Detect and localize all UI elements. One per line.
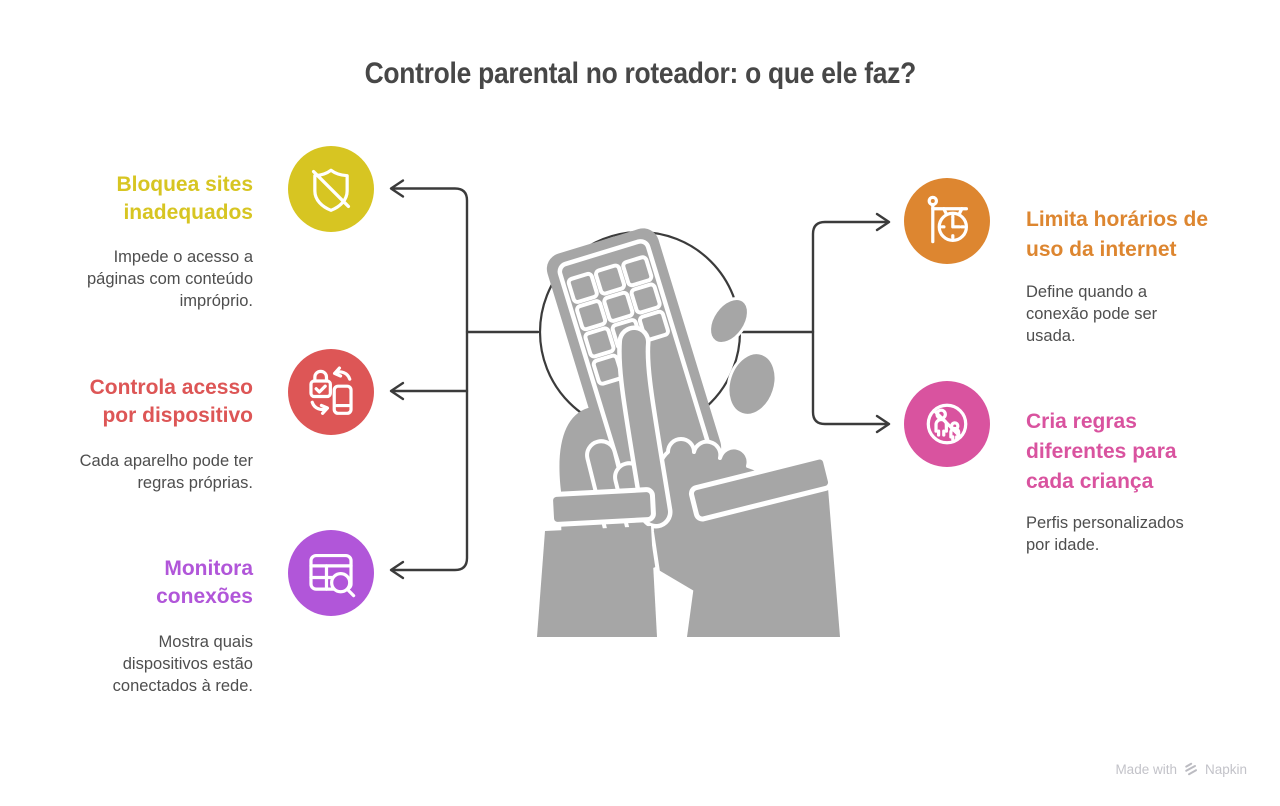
arrow-left-bottom-icon — [389, 560, 405, 580]
item-description-device-access: Cada aparelho pode ter regras próprias. — [79, 452, 253, 492]
index-finger — [621, 330, 668, 524]
no-family-badge — [904, 381, 990, 467]
hanging-clock-icon — [927, 195, 968, 244]
page-title: Controle parental no roteador: o que ele… — [0, 57, 1280, 91]
arrow-right-top-icon — [875, 212, 891, 232]
item-description-block-sites: Impede o acesso a páginas com conteúdo i… — [86, 248, 253, 310]
napkin-logo-icon — [1185, 762, 1197, 776]
napkin-brand-label: Napkin — [1204, 761, 1247, 777]
item-heading-device-access: Controla acesso por dispositivo — [89, 376, 253, 427]
made-with-napkin: Made with Napkin — [1115, 761, 1247, 777]
connector-right-bracket — [739, 212, 891, 434]
item-description-child-rules: Perfis personalizados por idade. — [1026, 514, 1184, 554]
right-sleeve — [687, 488, 840, 637]
page-title-text: Controle parental no roteador: o que ele… — [364, 57, 916, 90]
table-search-badge — [288, 530, 374, 616]
table-search-icon — [309, 553, 356, 598]
item-description-schedule: Define quando a conexão pode ser usada. — [1026, 283, 1158, 345]
right-thumb-lower — [726, 351, 778, 417]
right-cuff — [688, 454, 834, 522]
hanging-clock-badge — [904, 178, 990, 264]
item-heading-schedule: Limita horários de uso da internet — [1026, 208, 1209, 261]
made-with-label: Made with — [1115, 761, 1177, 777]
no-family-icon — [926, 403, 968, 445]
item-heading-block-sites: Bloquea sites inadequados — [116, 173, 253, 224]
arrow-left-top-icon — [389, 179, 405, 198]
lock-device-sync-icon — [309, 366, 353, 415]
arrow-left-middle-icon — [389, 381, 405, 401]
item-heading-monitor: Monitora conexões — [156, 557, 253, 608]
hands-phone-illustration — [537, 228, 840, 637]
item-heading-child-rules: Cria regras diferentes para cada criança — [1026, 410, 1177, 493]
arrow-right-bottom-icon — [875, 414, 891, 434]
right-thumb-upper — [708, 297, 750, 345]
item-description-monitor: Mostra quais dispositivos estão conectad… — [112, 633, 253, 695]
connector-left-bracket — [389, 179, 540, 580]
lock-device-sync-badge — [288, 349, 374, 435]
left-cuff — [548, 487, 656, 527]
blocked-shield-icon — [311, 168, 351, 212]
blocked-shield-badge — [288, 146, 374, 232]
left-sleeve — [537, 526, 657, 637]
